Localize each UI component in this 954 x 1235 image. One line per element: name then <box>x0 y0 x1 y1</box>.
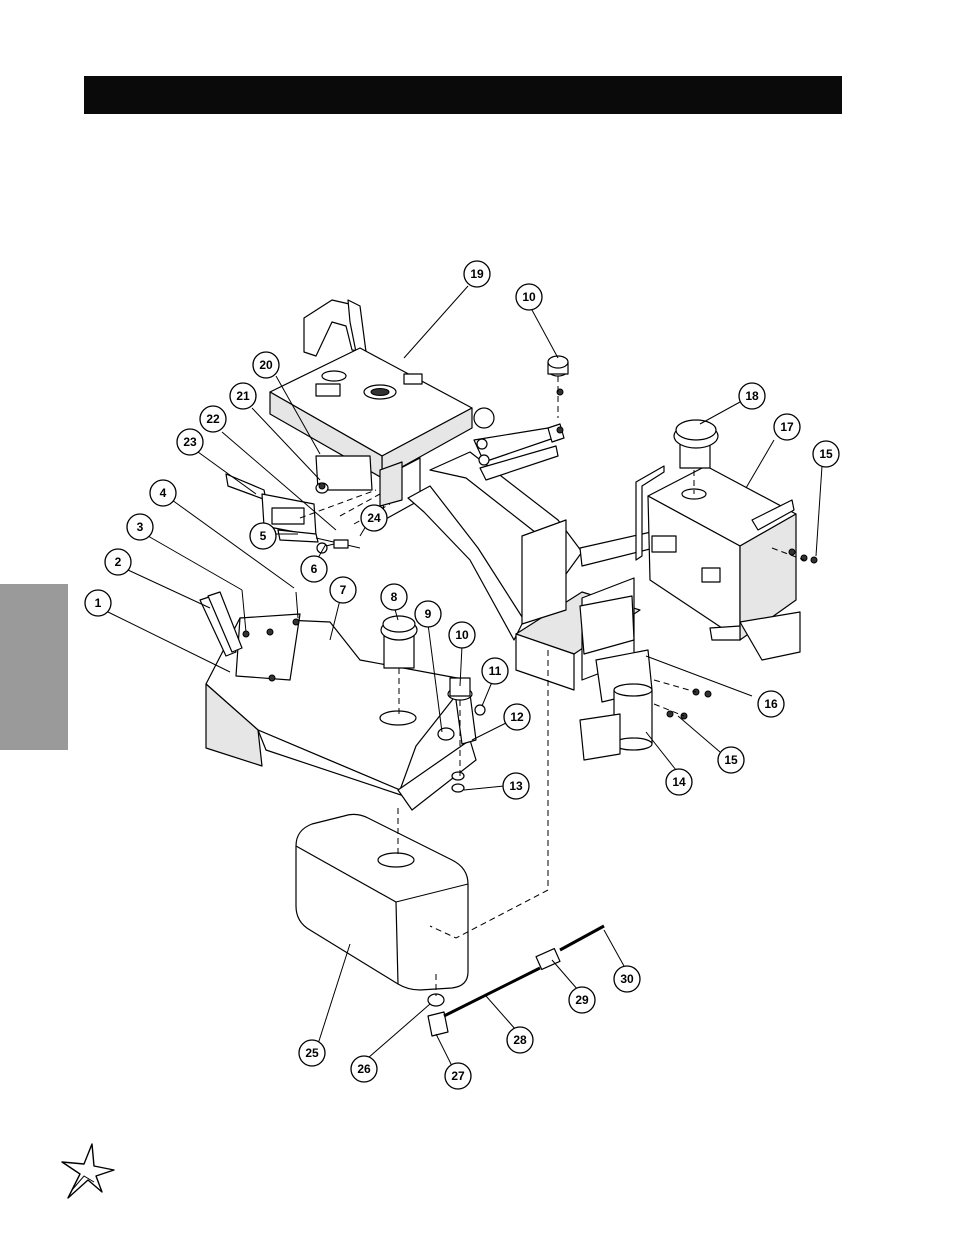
callouts: 1 2 3 4 5 6 7 8 9 10 10 11 12 13 14 15 1… <box>84 260 840 1090</box>
callout-29: 29 <box>568 986 596 1014</box>
callout-24: 24 <box>360 504 388 532</box>
callout-14: 14 <box>665 768 693 796</box>
callout-26: 26 <box>350 1055 378 1083</box>
leader-lines <box>107 285 823 1067</box>
callout-27: 27 <box>444 1062 472 1090</box>
callout-10-upper: 10 <box>515 283 543 311</box>
svg-text:19: 19 <box>470 267 484 281</box>
section-side-tab <box>0 584 68 750</box>
svg-text:28: 28 <box>513 1033 527 1047</box>
callout-2: 2 <box>104 548 132 576</box>
svg-text:23: 23 <box>183 435 197 449</box>
svg-text:30: 30 <box>620 972 634 986</box>
callout-15-upper: 15 <box>812 440 840 468</box>
svg-text:4: 4 <box>160 486 167 500</box>
svg-text:24: 24 <box>367 511 381 525</box>
callout-1: 1 <box>84 589 112 617</box>
svg-text:18: 18 <box>745 389 759 403</box>
callout-11: 11 <box>481 657 509 685</box>
svg-text:17: 17 <box>780 420 794 434</box>
svg-text:10: 10 <box>522 290 536 304</box>
fuel-tank <box>295 813 469 991</box>
svg-text:5: 5 <box>260 529 267 543</box>
svg-text:11: 11 <box>489 664 502 678</box>
svg-text:22: 22 <box>206 412 220 426</box>
frame-assembly <box>407 407 663 691</box>
knob-upper <box>547 355 569 377</box>
svg-text:7: 7 <box>340 583 347 597</box>
hardware <box>241 388 564 682</box>
callout-4: 4 <box>149 479 177 507</box>
callout-10-lower: 10 <box>448 621 476 649</box>
callout-7: 7 <box>329 576 357 604</box>
svg-text:25: 25 <box>305 1046 319 1060</box>
svg-text:10: 10 <box>455 628 469 642</box>
callout-20: 20 <box>252 351 280 379</box>
callout-5: 5 <box>249 522 277 550</box>
callout-22: 22 <box>199 405 227 433</box>
callout-19: 19 <box>463 260 491 288</box>
fuel-line <box>427 924 605 1037</box>
svg-text:26: 26 <box>357 1062 371 1076</box>
svg-text:29: 29 <box>575 993 589 1007</box>
svg-text:13: 13 <box>509 779 523 793</box>
svg-text:16: 16 <box>764 697 778 711</box>
svg-text:15: 15 <box>819 447 833 461</box>
callout-15-lower: 15 <box>717 746 745 774</box>
callout-18: 18 <box>738 382 766 410</box>
fuel-cap-filter <box>380 615 418 669</box>
svg-text:6: 6 <box>311 562 318 576</box>
callout-16: 16 <box>757 690 785 718</box>
svg-text:27: 27 <box>451 1069 465 1083</box>
svg-text:1: 1 <box>95 596 102 610</box>
callout-3: 3 <box>126 513 154 541</box>
star-logo-icon <box>61 1143 115 1199</box>
title-bar <box>84 76 842 114</box>
callout-17: 17 <box>773 413 801 441</box>
svg-text:12: 12 <box>510 710 524 724</box>
callout-21: 21 <box>229 382 257 410</box>
svg-text:8: 8 <box>391 590 398 604</box>
callout-13: 13 <box>502 772 530 800</box>
callout-9: 9 <box>414 600 442 628</box>
svg-text:9: 9 <box>425 607 432 621</box>
svg-text:3: 3 <box>137 520 144 534</box>
svg-text:14: 14 <box>672 775 686 789</box>
reservoir-tank <box>635 419 818 661</box>
callout-6: 6 <box>300 555 328 583</box>
svg-text:2: 2 <box>115 555 122 569</box>
callout-30: 30 <box>613 965 641 993</box>
control-levers <box>199 591 243 657</box>
callout-25: 25 <box>298 1039 326 1067</box>
callout-12: 12 <box>503 703 531 731</box>
callout-8: 8 <box>380 583 408 611</box>
console-assembly <box>269 299 473 521</box>
svg-text:15: 15 <box>724 753 738 767</box>
filter-assembly <box>579 595 712 761</box>
callout-23: 23 <box>176 428 204 456</box>
callout-28: 28 <box>506 1026 534 1054</box>
svg-text:21: 21 <box>236 389 250 403</box>
svg-text:20: 20 <box>259 358 273 372</box>
lower-frame-plate <box>205 613 486 811</box>
